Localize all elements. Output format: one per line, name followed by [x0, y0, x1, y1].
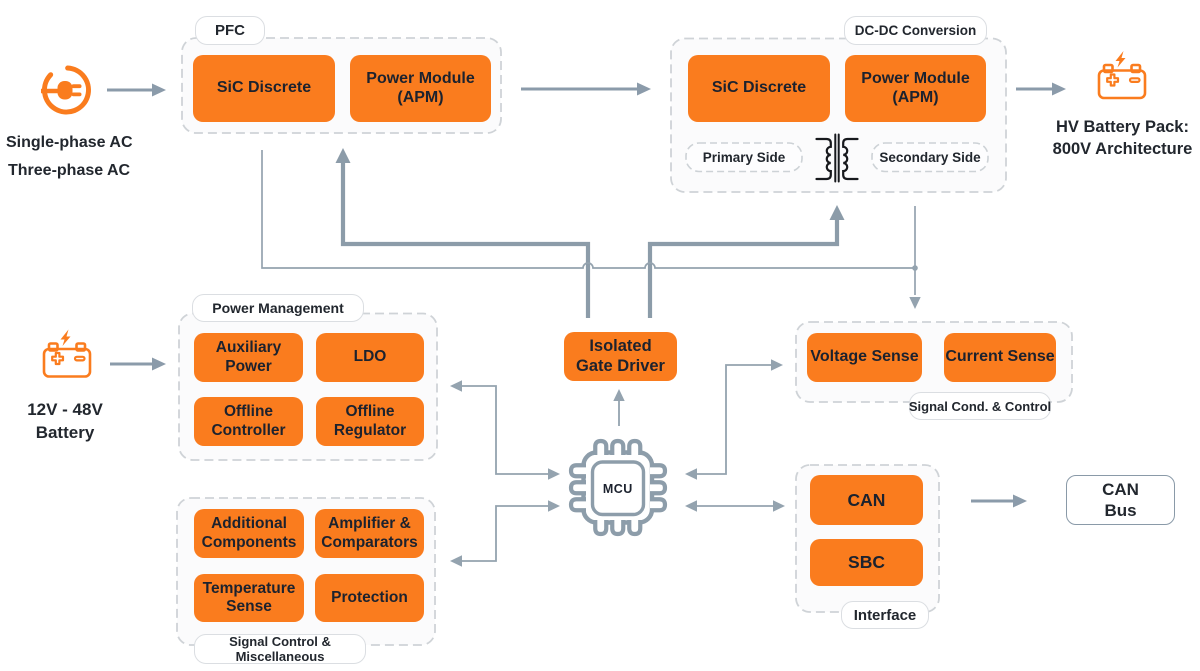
- svg-text:MCU: MCU: [603, 482, 633, 496]
